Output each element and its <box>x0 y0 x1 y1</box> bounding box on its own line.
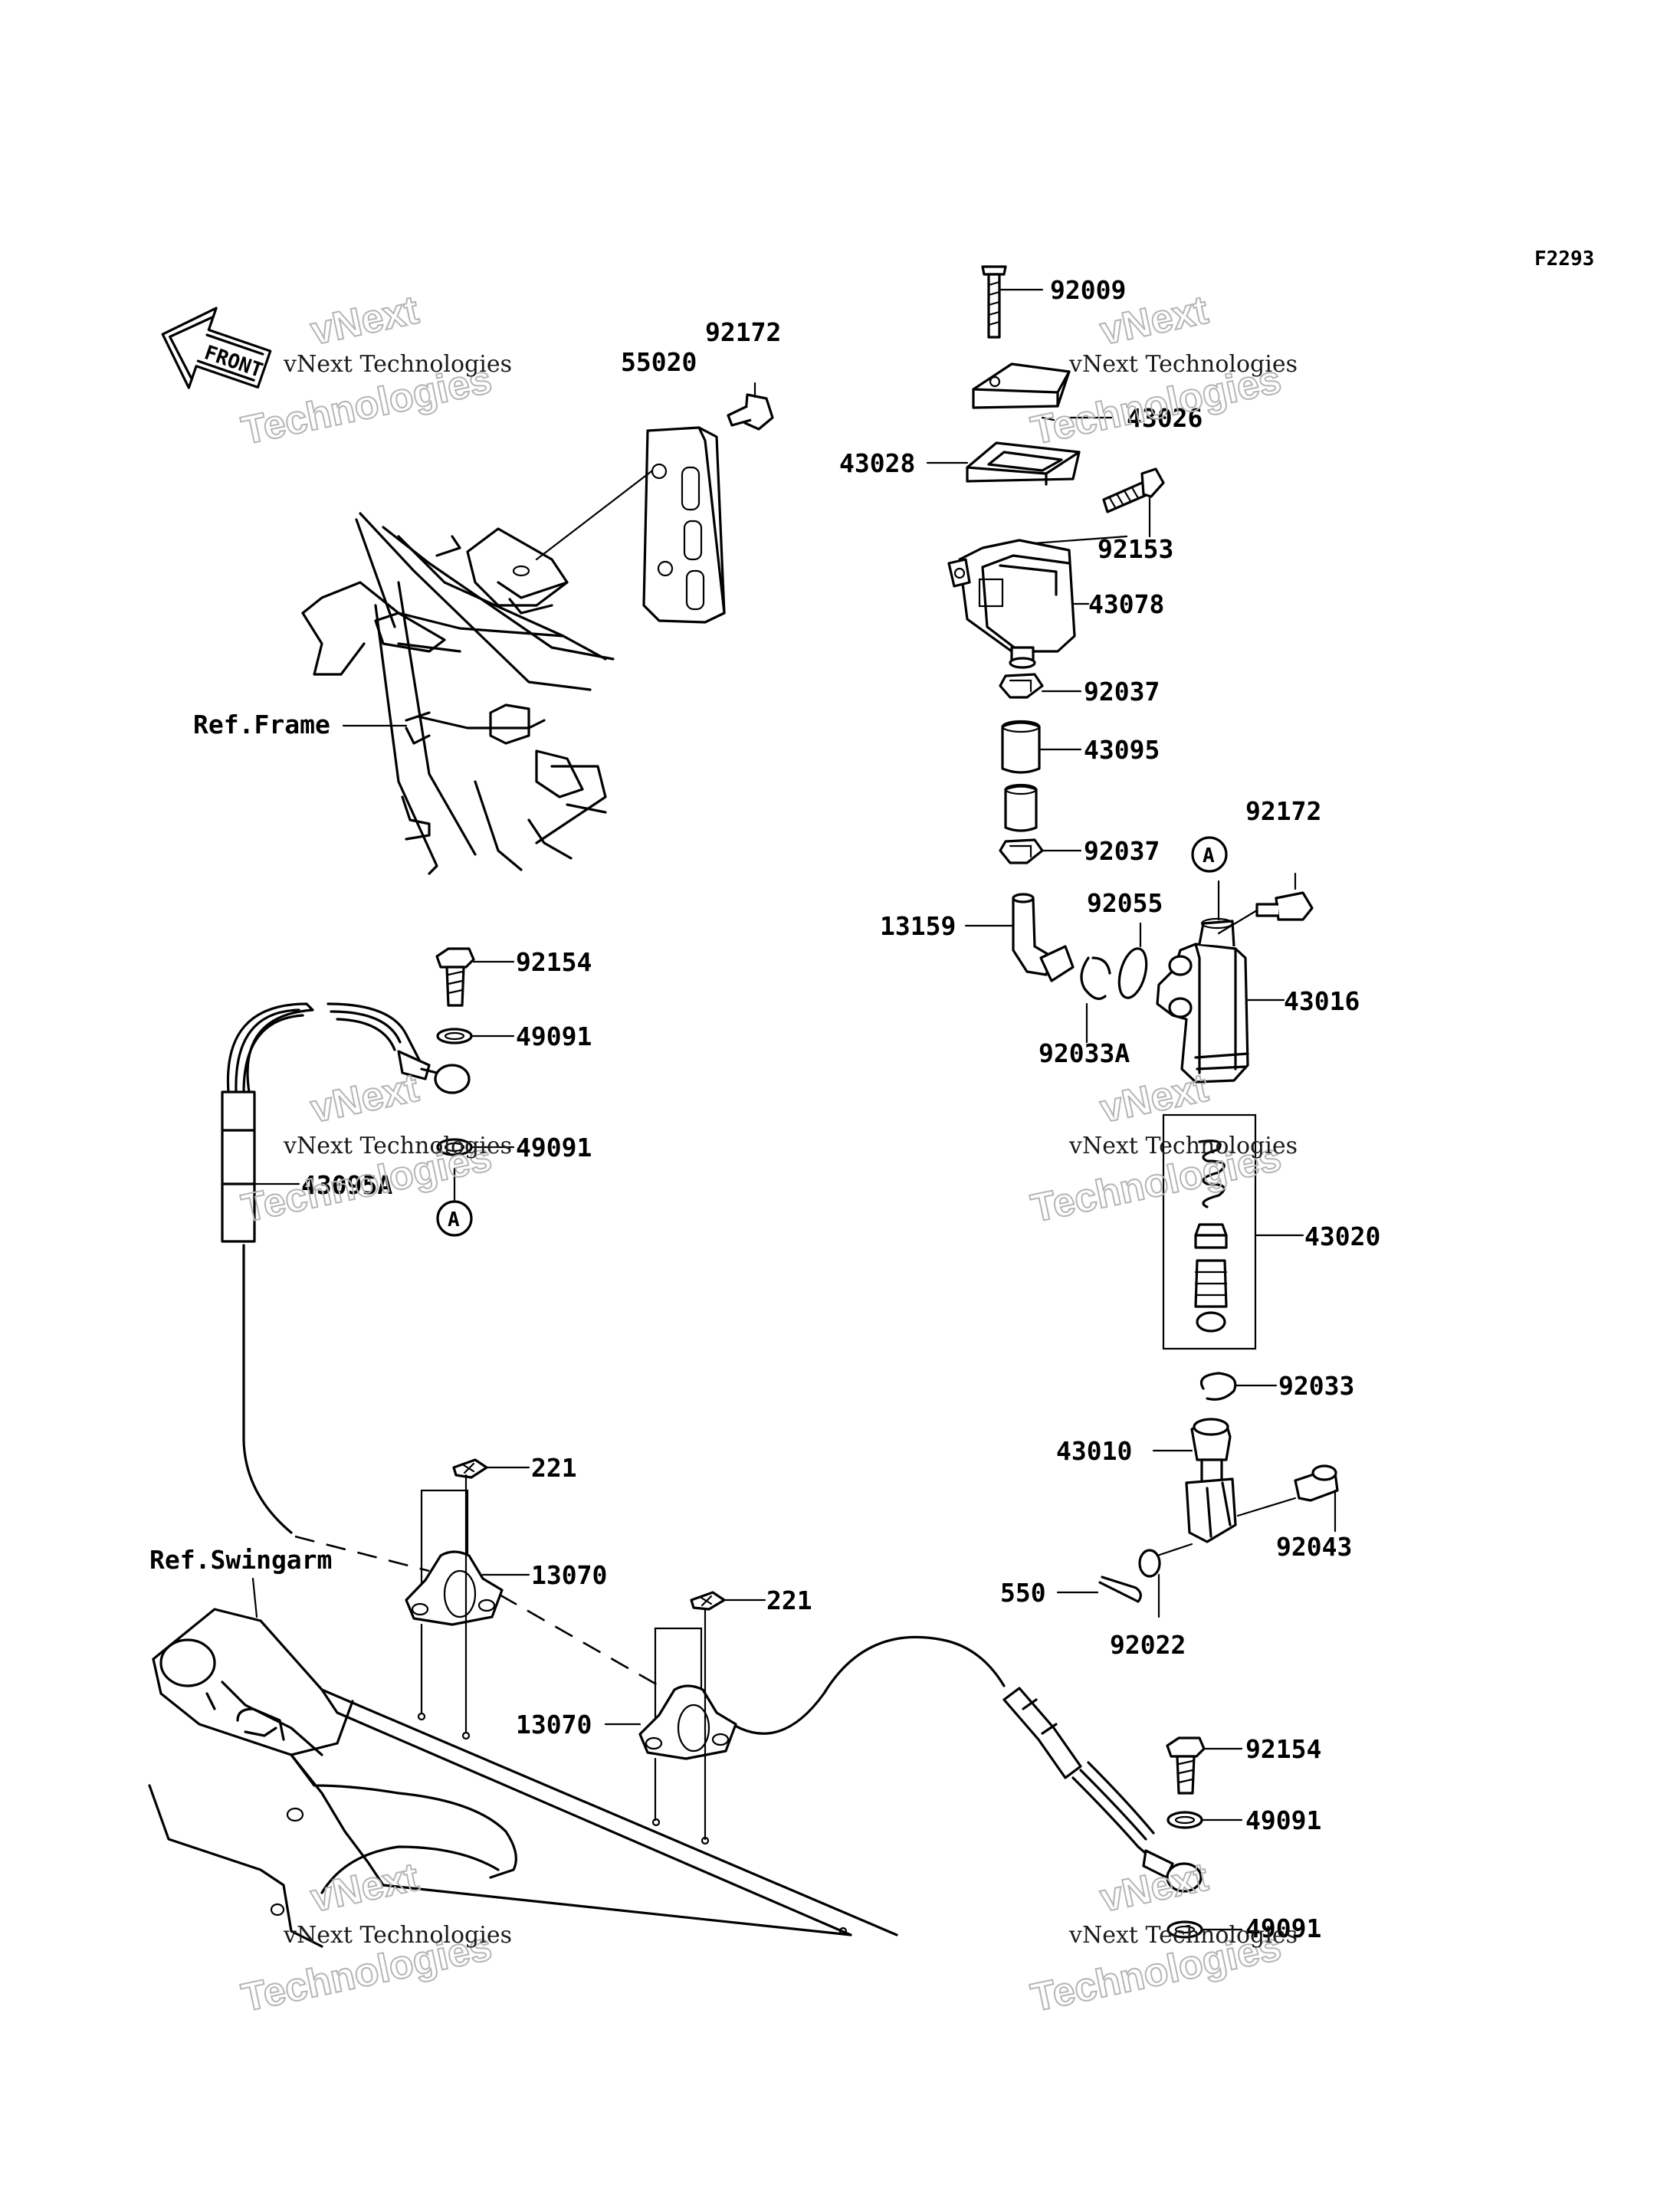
o-ring-92055 <box>1117 922 1148 999</box>
svg-text:vNext Technologies: vNext Technologies <box>283 1133 512 1159</box>
bolt-92172-upper-left <box>727 382 774 431</box>
part-label-43078: 43078 <box>1088 589 1164 619</box>
part-label-13070-right: 13070 <box>516 1710 592 1740</box>
part-label-92043: 92043 <box>1276 1532 1352 1562</box>
part-label-49091-lower-a: 49091 <box>1245 1805 1321 1835</box>
bolt-92172-right <box>1217 872 1314 935</box>
svg-text:vNext Technologies: vNext Technologies <box>1068 1922 1298 1949</box>
part-label-43016: 43016 <box>1284 986 1360 1016</box>
hose-clamp-92037-upper <box>999 673 1082 699</box>
svg-text:vNext Technologies: vNext Technologies <box>1068 1133 1298 1159</box>
screw-92009 <box>981 265 1044 339</box>
part-label-550: 550 <box>1000 1578 1046 1608</box>
part-label-49091-upper-b: 49091 <box>516 1133 592 1162</box>
cotter-pin-550 <box>1056 1576 1142 1603</box>
clevis-pin-92043 <box>1236 1464 1339 1533</box>
hose-routing-dash-a <box>294 1535 430 1572</box>
svg-text:vNext: vNext <box>307 288 422 354</box>
part-label-92037-upper: 92037 <box>1084 677 1160 707</box>
marker-a-upper-text: A <box>1203 844 1215 867</box>
hose-43095 <box>1001 720 1082 832</box>
watermark-lower-right: vNext Technologies vNext Technologies <box>1026 1854 1298 2022</box>
part-label-43026: 43026 <box>1127 403 1203 433</box>
part-label-43095A: 43095A <box>301 1170 392 1200</box>
diaphragm-43028 <box>926 441 1081 486</box>
part-label-13070-left: 13070 <box>531 1560 607 1590</box>
part-label-49091-lower-b: 49091 <box>1245 1913 1321 1943</box>
reservoir-43078 <box>947 539 1090 669</box>
part-label-43020: 43020 <box>1304 1221 1380 1251</box>
watermark-middle-right: vNext Technologies vNext Technologies <box>1026 1065 1298 1232</box>
svg-text:vNext Technologies: vNext Technologies <box>283 1922 512 1949</box>
part-label-92033A: 92033A <box>1039 1038 1130 1068</box>
svg-text:vNext Technologies: vNext Technologies <box>283 351 512 378</box>
ref-frame-label: Ref.Frame <box>193 710 330 739</box>
part-label-221-left: 221 <box>531 1453 577 1483</box>
frame-illustration <box>301 512 615 875</box>
washer-49091-upper-a <box>436 1028 515 1044</box>
part-label-92022: 92022 <box>1110 1630 1186 1660</box>
brake-hose-lower <box>1002 1687 1203 1893</box>
front-arrow-icon: FRONT <box>161 307 272 389</box>
svg-text:vNext: vNext <box>1096 1855 1212 1921</box>
watermark-upper-left: vNext Technologies vNext Technologies <box>237 287 512 454</box>
svg-text:vNext: vNext <box>307 1855 422 1921</box>
marker-a-upper: A <box>1191 836 1228 873</box>
part-label-92055: 92055 <box>1087 888 1163 918</box>
marker-a-lower-text: A <box>448 1208 460 1231</box>
part-label-92172-upper: 92172 <box>705 317 781 347</box>
svg-text:vNext: vNext <box>1096 1066 1212 1132</box>
reservoir-cap-43026 <box>972 362 1113 421</box>
washer-49091-lower-b <box>1166 1920 1243 1939</box>
part-label-43028: 43028 <box>839 448 915 478</box>
washer-49091-upper-b <box>436 1138 515 1156</box>
watermark-lower-left: vNext Technologies vNext Technologies <box>237 1854 512 2022</box>
part-label-13159: 13159 <box>880 911 956 941</box>
circlip-92033A <box>1080 956 1111 1044</box>
part-label-43010: 43010 <box>1056 1436 1132 1466</box>
svg-text:vNext Technologies: vNext Technologies <box>1068 351 1298 378</box>
screw-221-right <box>690 1591 766 1611</box>
marker-a-lower: A <box>436 1167 473 1237</box>
push-rod-43010 <box>1152 1418 1237 1543</box>
brake-hose-line-lower <box>715 1635 1006 1735</box>
hose-clamp-92037-lower <box>999 838 1082 864</box>
washer-49091-lower-a <box>1166 1811 1243 1829</box>
fitting-13159 <box>964 893 1075 982</box>
bolt-92153 <box>1022 467 1165 546</box>
part-label-92033: 92033 <box>1278 1371 1354 1401</box>
part-label-92172-right: 92172 <box>1245 796 1321 826</box>
watermark-middle-left: vNext Technologies vNext Technologies <box>237 1065 512 1232</box>
ref-swingarm-leader <box>251 1577 258 1618</box>
washer-92022 <box>1138 1543 1193 1618</box>
screw-221-left <box>452 1458 530 1479</box>
hose-routing-dash-b <box>471 1577 660 1687</box>
brake-hose-line <box>242 1244 293 1534</box>
piston-kit-43020 <box>1162 1113 1304 1350</box>
part-label-92009: 92009 <box>1050 275 1126 305</box>
bolt-92154-upper <box>435 947 515 1007</box>
part-label-92154-lower: 92154 <box>1245 1734 1321 1764</box>
part-label-92154-upper: 92154 <box>516 947 592 977</box>
part-label-92037-lower: 92037 <box>1084 836 1160 866</box>
brake-hose-43095A <box>221 1002 471 1243</box>
bolt-92154-lower <box>1166 1736 1243 1795</box>
snap-ring-92033 <box>1199 1372 1278 1401</box>
figure-code: F2293 <box>1534 248 1594 271</box>
part-label-43095: 43095 <box>1084 735 1160 765</box>
hose-clamp-13070-left <box>405 1474 530 1733</box>
ref-swingarm-label: Ref.Swingarm <box>149 1545 332 1575</box>
part-label-55020: 55020 <box>621 347 697 377</box>
part-label-221-right: 221 <box>766 1585 812 1615</box>
master-cylinder-43016 <box>1156 880 1285 1084</box>
part-label-49091-upper-a: 49091 <box>516 1021 592 1051</box>
hose-clamp-13070-right <box>604 1608 737 1841</box>
svg-text:vNext: vNext <box>307 1066 422 1132</box>
swingarm-illustration <box>148 1608 898 1948</box>
chain-guard-55020 <box>535 426 726 624</box>
part-label-92153: 92153 <box>1098 534 1173 564</box>
